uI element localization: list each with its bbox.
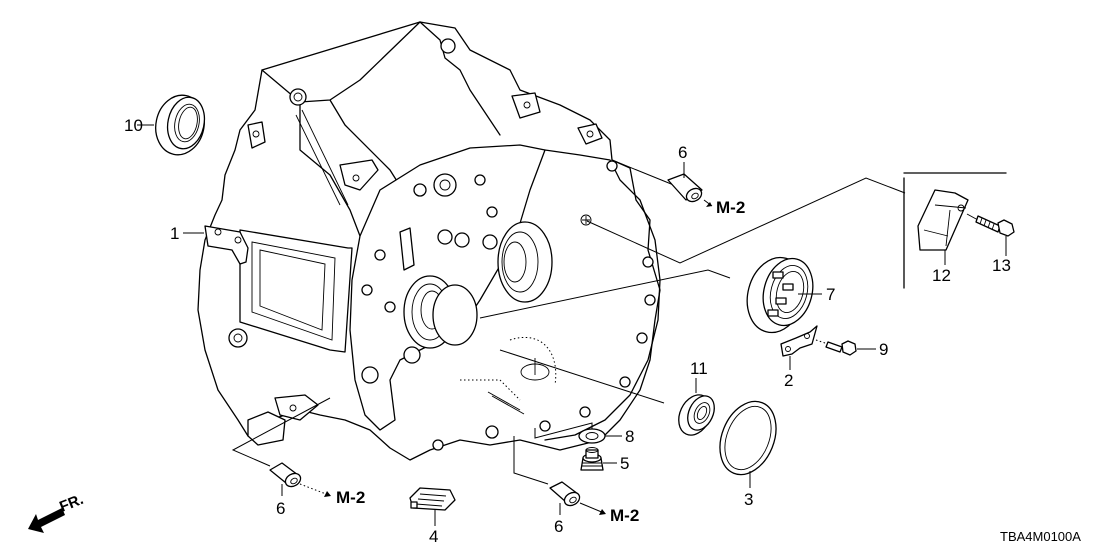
sealing-washer-10[interactable]	[578, 428, 606, 444]
drain-plug-5[interactable]	[580, 447, 604, 471]
leader-9-housing	[499, 349, 665, 404]
callout-4[interactable]: 4	[429, 527, 438, 546]
callout-11[interactable]: 9	[879, 340, 888, 359]
dowel-pin-6c[interactable]	[549, 481, 582, 508]
callout-1[interactable]: 1	[170, 224, 179, 243]
bearing-set-plate-2[interactable]	[780, 325, 818, 357]
ref-m2-c[interactable]: M-2	[610, 506, 639, 525]
ref-m2-b[interactable]: M-2	[336, 488, 365, 507]
dowel-pin-6b[interactable]	[269, 462, 303, 489]
oil-guide-plate-12[interactable]	[917, 189, 969, 251]
flange-bolt-13[interactable]	[966, 213, 1015, 237]
dowel-pin-6a[interactable]	[667, 173, 704, 204]
callout-3[interactable]: 3	[744, 490, 753, 509]
callout-2[interactable]: 2	[784, 371, 793, 390]
leader-6c-axis	[513, 436, 549, 485]
oil-seal-8[interactable]	[150, 91, 209, 160]
clutch-housing[interactable]	[197, 21, 661, 461]
callout-6c[interactable]: 6	[554, 517, 563, 536]
ref-arrow-head-a	[706, 202, 712, 207]
leader-6b-axis	[231, 397, 331, 467]
front-direction-indicator: FR.	[28, 491, 86, 533]
leader-7-housing	[479, 269, 731, 319]
diagram-code: TBA4M0100A	[1000, 529, 1081, 544]
callout-7[interactable]: 7	[826, 285, 835, 304]
magnet-4[interactable]	[409, 487, 456, 511]
leader-12-housing	[586, 177, 906, 264]
callout-12[interactable]: 12	[932, 266, 951, 285]
callout-13[interactable]: 13	[992, 256, 1011, 275]
ref-m2-a[interactable]: M-2	[716, 198, 745, 217]
callout-6b[interactable]: 6	[276, 499, 285, 518]
callout-10[interactable]: 8	[625, 427, 634, 446]
oil-seal-9[interactable]	[673, 390, 720, 441]
callout-9[interactable]: 11	[690, 359, 708, 378]
flange-bolt-11[interactable]	[815, 339, 857, 356]
front-arrow-icon	[28, 508, 65, 533]
callout-6a[interactable]: 6	[678, 143, 687, 162]
ref-arrow-line-b	[299, 483, 327, 495]
o-ring-3[interactable]	[710, 393, 787, 483]
ref-arrow-head-b	[324, 491, 331, 497]
ref-arrow-line-c	[579, 502, 605, 514]
leader-10-housing	[534, 422, 593, 439]
front-label: FR.	[57, 491, 86, 516]
ref-arrow-head-c	[599, 509, 606, 515]
callout-8[interactable]: 10	[124, 116, 143, 135]
roller-bearing-7[interactable]	[739, 251, 820, 339]
callout-5[interactable]: 5	[620, 454, 629, 473]
